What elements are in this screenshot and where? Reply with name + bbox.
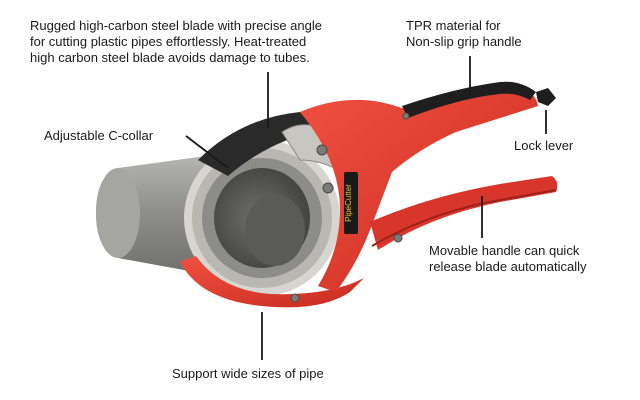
rivets: [290, 112, 410, 303]
collar-pointer: [185, 135, 229, 169]
support-callout-text: Support wide sizes of pipe: [172, 366, 324, 381]
support-callout: Support wide sizes of pipe: [172, 366, 324, 382]
lock-callout: Lock lever: [514, 138, 573, 154]
blade-callout-line: for cutting plastic pipes effortlessly. …: [30, 34, 307, 49]
handle-callout-line: Movable handle can quick: [429, 243, 580, 258]
cutter-body: [300, 90, 538, 292]
blade-callout: Rugged high-carbon steel blade with prec…: [30, 18, 322, 66]
handle-callout: Movable handle can quick release blade a…: [429, 243, 587, 275]
brand-logo-text: PipeCutter: [344, 184, 353, 222]
handle-callout-line: release blade automatically: [429, 259, 587, 274]
blade-callout-line: high carbon steel blade avoids damage to…: [30, 50, 310, 65]
collar-callout-text: Adjustable C-collar: [44, 128, 154, 143]
brand-logo: PipeCutter: [344, 172, 358, 234]
movable-handle: [370, 176, 558, 250]
lock-callout-text: Lock lever: [514, 138, 574, 153]
tpr-grip: [402, 81, 536, 118]
lower-jaw: [180, 256, 364, 308]
callout-lines: [185, 56, 547, 360]
lock-lever: [536, 88, 556, 106]
grip-callout-line: TPR material for: [406, 18, 501, 33]
grip-callout: TPR material for Non-slip grip handle: [406, 18, 522, 50]
grip-callout-line: Non-slip grip handle: [406, 34, 522, 49]
blade-callout-line: Rugged high-carbon steel blade with prec…: [30, 18, 322, 33]
c-collar: [184, 140, 340, 296]
collar-callout: Adjustable C-collar: [44, 128, 153, 144]
